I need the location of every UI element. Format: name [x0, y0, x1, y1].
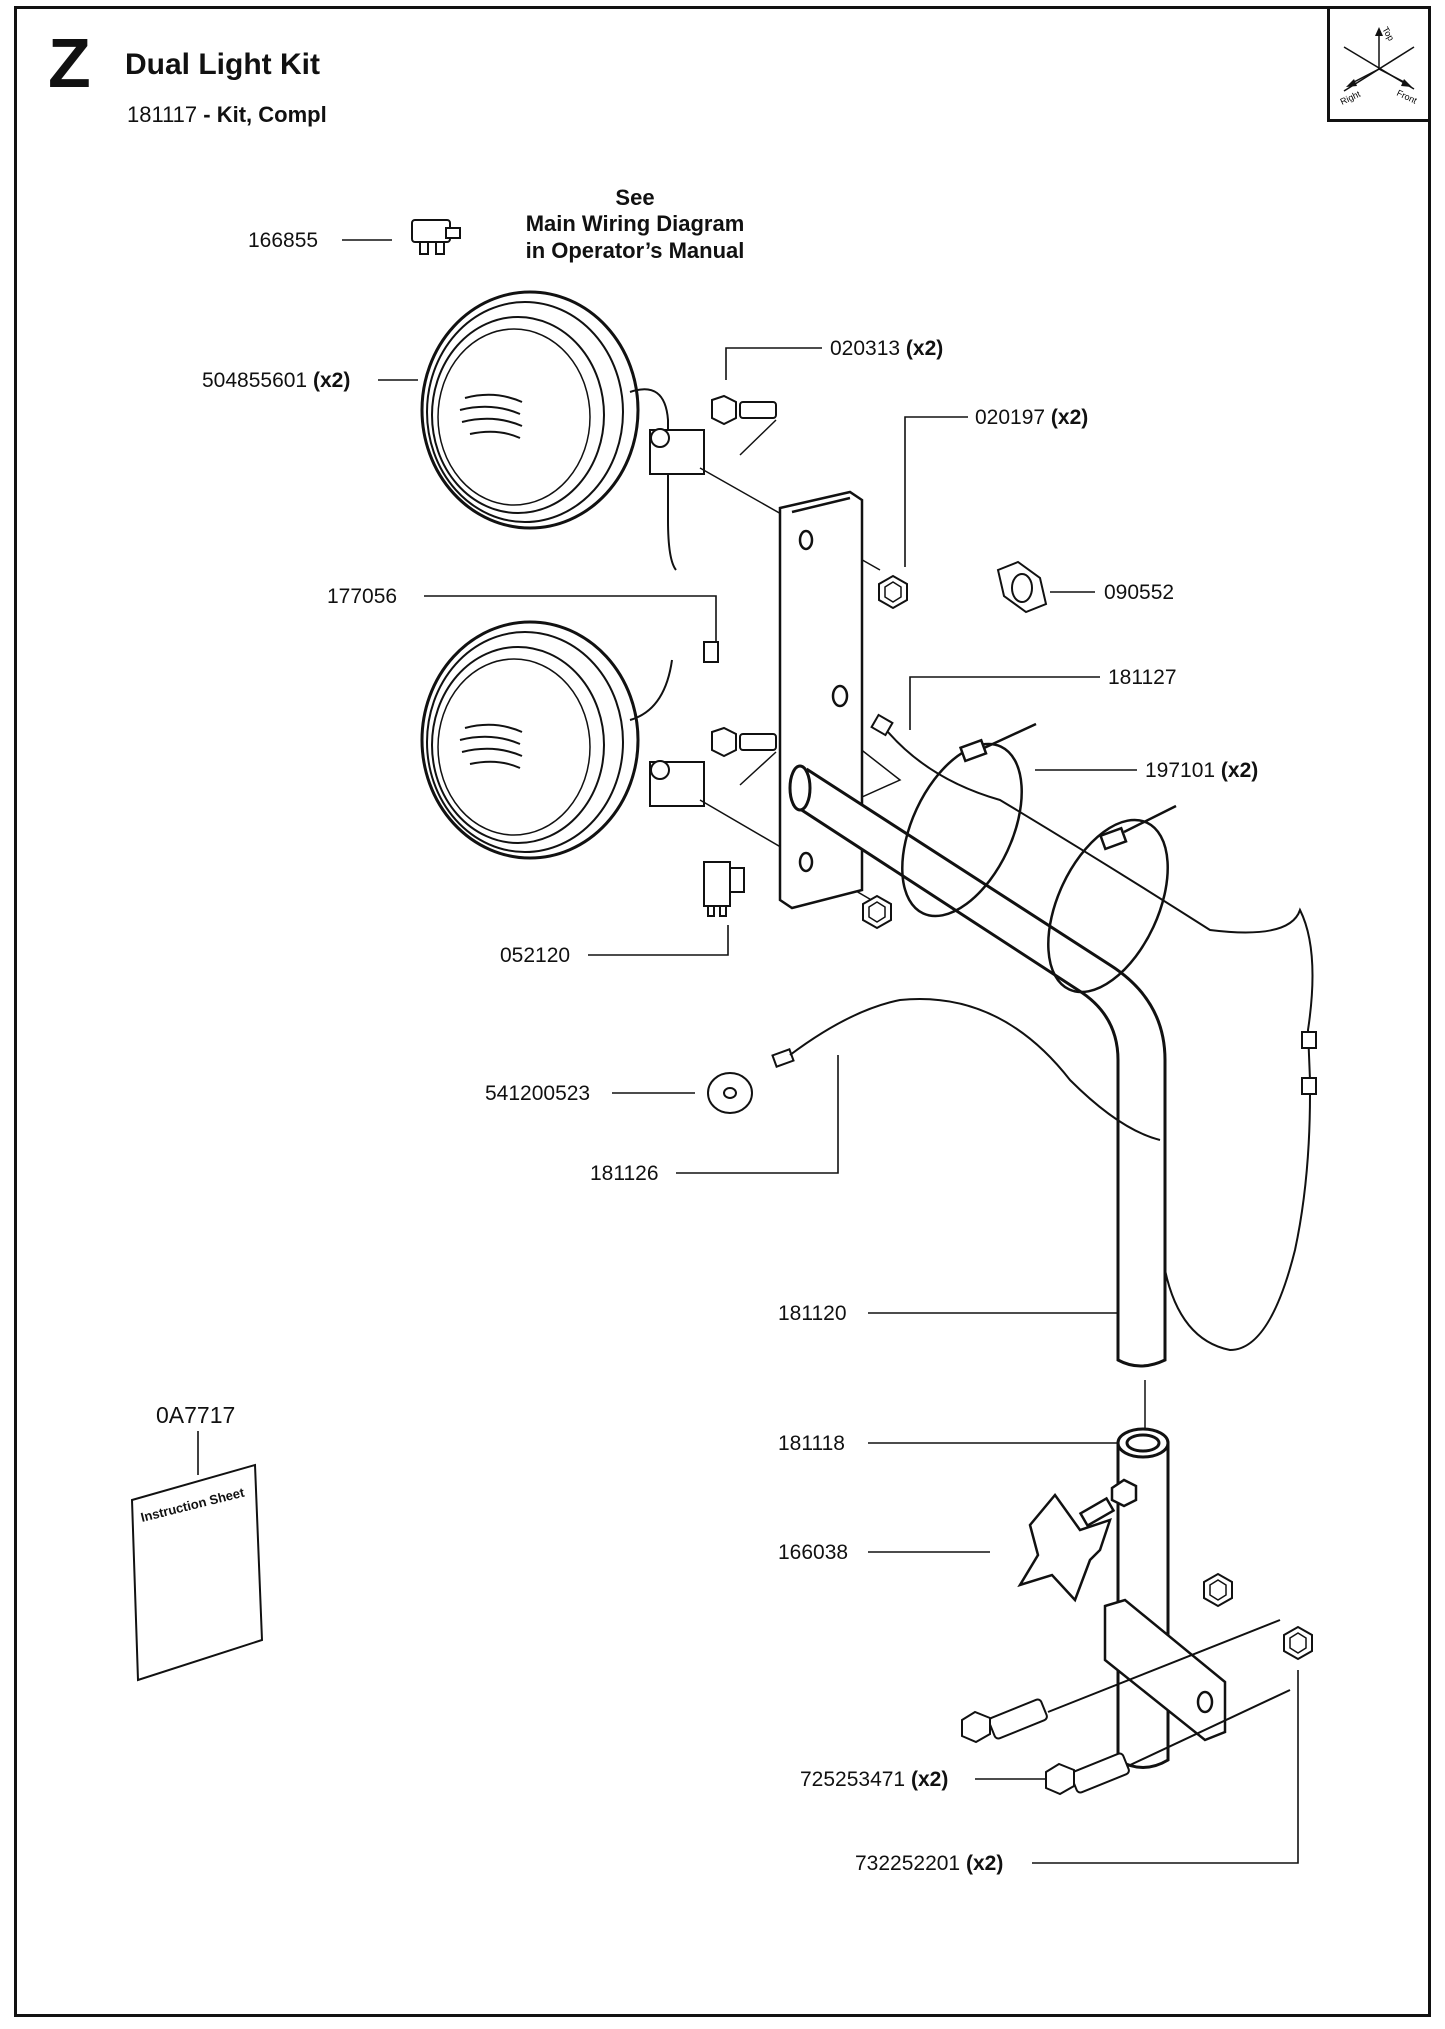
part-label-181120: 181120: [778, 1302, 847, 1325]
upper-lamp: [420, 290, 705, 571]
fuse: [411, 219, 461, 255]
kit-description: - Kit, Compl: [203, 102, 327, 127]
lock-washer: [996, 560, 1048, 614]
kit-subtitle: 181117 - Kit, Compl: [127, 102, 327, 128]
instruction-sheet: Instruction Sheet: [130, 1463, 264, 1682]
lower-bracket: [1103, 1598, 1227, 1742]
cable-ties: [901, 722, 1177, 994]
part-label-166038: 166038: [778, 1541, 849, 1564]
nut-upper: [878, 575, 908, 609]
section-letter: Z: [48, 24, 91, 102]
bolts-upper: [711, 394, 777, 758]
part-label-725253471: 725253471 (x2): [800, 1768, 949, 1791]
part-label-732252201: 732252201 (x2): [855, 1852, 1004, 1875]
part-label-181127: 181127: [1108, 666, 1177, 689]
wiring-note: See Main Wiring Diagram in Operator’s Ma…: [500, 185, 770, 264]
wire-harness-181126: [771, 998, 1161, 1141]
lower-lamp: [420, 620, 705, 860]
harness-connector: [703, 641, 719, 663]
wire-harness-181127: [870, 713, 1317, 1352]
leader-lines: [197, 239, 1299, 1864]
part-label-181118: 181118: [778, 1432, 845, 1455]
page-frame: [14, 6, 1431, 2017]
part-label-052120: 052120: [500, 944, 571, 967]
star-knob: [1017, 1478, 1138, 1603]
nut-lower-2: [1283, 1626, 1313, 1660]
main-tube: [788, 764, 1167, 1368]
note-line-3: in Operator’s Manual: [525, 237, 745, 263]
part-label-166855: 166855: [248, 229, 319, 252]
part-label-020313: 020313 (x2): [830, 337, 944, 360]
part-label-541200523: 541200523: [485, 1082, 591, 1105]
note-line-1: See: [615, 185, 655, 210]
nut-lower: [862, 895, 892, 929]
page-title: Dual Light Kit: [125, 48, 320, 81]
orientation-compass: Top Right Front: [1327, 6, 1431, 122]
part-label-177056: 177056: [327, 585, 398, 608]
kit-part-number: 181117: [127, 102, 198, 127]
bolts-lower: [961, 1619, 1291, 1796]
flat-washer: [707, 1072, 753, 1114]
orientation-axes-icon: Top Right Front: [1339, 25, 1419, 107]
part-label-0A7717: 0A7717: [156, 1402, 236, 1428]
assembly-lines: [699, 419, 1146, 1430]
part-label-181126: 181126: [590, 1162, 659, 1185]
nut-lower-1: [1203, 1573, 1233, 1607]
part-label-504855601: 504855601 (x2): [202, 369, 351, 392]
bracket-plate: [778, 490, 864, 910]
part-label-020197: 020197 (x2): [975, 406, 1089, 429]
switch: [703, 861, 745, 917]
part-label-090552: 090552: [1104, 581, 1175, 604]
part-label-197101: 197101 (x2): [1145, 759, 1259, 782]
note-line-2: Main Wiring Diagram: [525, 211, 745, 237]
